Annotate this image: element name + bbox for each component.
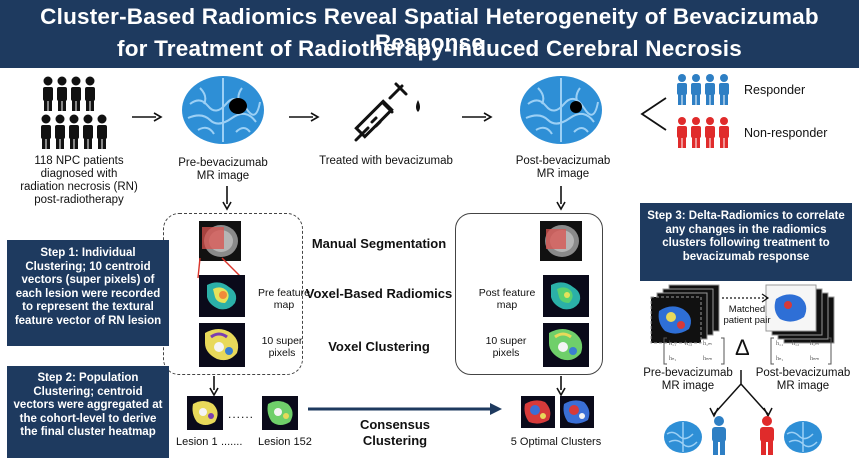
outcome-blue-brain-icon [664,421,702,453]
svg-text:hₙₘ: hₙₘ [810,356,819,362]
pre-feature-map [199,275,245,317]
svg-text:hₙ₁: hₙ₁ [776,356,783,362]
svg-text:h₁₂: h₁₂ [685,341,692,347]
post-brain-icon [520,76,602,144]
patients-group-icon [41,76,107,149]
branch-lines [709,370,773,418]
voxel-radiomics-label: Voxel-Based Radiomics [305,286,453,301]
lesion-1-map [187,396,223,430]
svg-text:h₁ₘ: h₁ₘ [810,341,819,347]
zoom-lines [197,257,243,279]
manual-segmentation-label: Manual Segmentation [311,236,447,251]
pre-feature-map-label: Pre feature map [258,287,310,311]
arrow-right-icon [289,112,320,122]
post-mr-thumbnail [540,221,582,261]
svg-text:h₁₁: h₁₁ [669,341,676,347]
lesion-dots-top: ...... [228,407,255,421]
treated-caption: Treated with bevacizumab [319,155,453,167]
patients-caption: 118 NPC patients diagnosed with radiatio… [20,155,138,206]
right-pre-mr-label: Pre-bevacizumab MR image [643,367,733,392]
pre-mr-stack [650,284,720,344]
post-super-pixels [543,323,589,367]
step1-box: Step 1: Individual Clustering; 10 centro… [7,240,169,346]
optimal-cluster-map-1 [521,396,555,428]
pre-super-pixels-label: 10 super pixels [261,335,303,359]
svg-text:hₙₘ: hₙₘ [703,356,712,362]
arrow-right-icon [462,112,493,122]
post-feature-map [543,275,589,317]
pre-mr-thumbnail [199,221,241,261]
optimal-clusters-label: 5 Optimal Clusters [510,436,602,448]
right-post-mr-label: Post-bevacizumab MR image [755,367,851,392]
title-line-2: for Treatment of Radiotherapy-induced Ce… [117,36,742,61]
step3-box: Step 3: Delta-Radiomics to correlate any… [640,203,852,281]
outcome-responder-icon [712,416,726,455]
arrow-down-icon [556,376,566,397]
non-responder-label: Non-responder [744,126,828,140]
responder-people-icon [677,74,729,105]
consensus-arrow-icon [308,403,502,415]
svg-text:h₁ₘ: h₁ₘ [703,341,712,347]
title-line-1: Cluster-Based Radiomics Reveal Spatial H… [40,4,819,55]
optimal-cluster-map-2 [560,396,594,428]
responder-label: Responder [744,83,806,97]
post-feature-map-label: Post feature map [478,287,536,311]
svg-text:h₁₂: h₁₂ [792,341,799,347]
arrow-down-icon [222,186,232,211]
arrow-right-icon [132,112,163,122]
voxel-clustering-label: Voxel Clustering [328,339,430,354]
matched-pair-arrow-icon [722,293,770,303]
outcome-blue-brain-icon [784,421,822,453]
title-banner: Cluster-Based Radiomics Reveal Spatial H… [0,0,859,68]
post-matrix: h₁₁ h₁₂ h₁ₘ hₙ₁ hₙₘ [770,337,832,365]
pre-matrix: h₁₁ h₁₂ h₁ₘ hₙ₁ hₙₘ [663,337,725,365]
split-chevron-icon [640,97,667,131]
non-responder-people-icon [677,117,729,148]
svg-text:hₙ₁: hₙ₁ [669,356,676,362]
post-mr-caption: Post-bevacizumab MR image [515,155,611,180]
lesion-152-map [262,396,298,430]
pre-brain-icon [182,76,264,144]
matched-pair-label: Matched patient pair [723,304,771,326]
lesion-dots-bottom: ....... [221,436,243,448]
syringe-icon [354,82,420,142]
step2-box: Step 2: Population Clustering; centroid … [7,366,169,458]
outcome-non-responder-icon [760,416,774,455]
arrow-down-icon [209,376,219,397]
post-panel [455,213,603,375]
delta-symbol: Δ [735,335,750,360]
lesion-152-label: Lesion 152 [258,436,312,448]
post-mr-stack [765,284,835,344]
arrow-down-icon [556,186,566,211]
lesion-1-label: Lesion 1 [176,436,218,448]
consensus-label: Consensus Clustering [359,417,431,448]
pre-mr-caption: Pre-bevacizumab MR image [178,157,268,182]
pre-super-pixels [199,323,245,367]
svg-text:h₁₁: h₁₁ [776,341,783,347]
post-super-pixels-label: 10 super pixels [485,335,527,359]
